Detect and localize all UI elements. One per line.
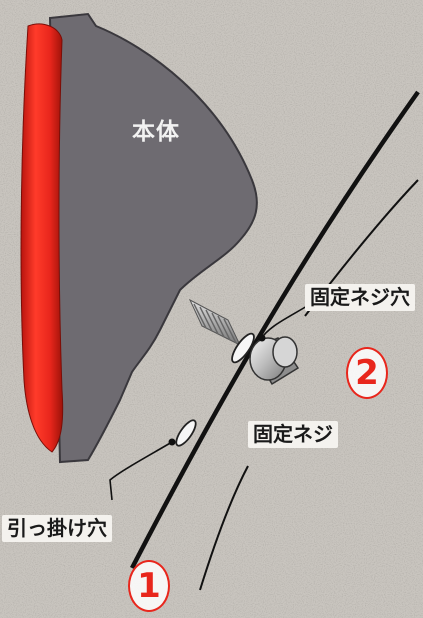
fixing-screw-head	[249, 336, 300, 386]
mounting-curve-main	[130, 90, 420, 570]
step-marker-2: 2	[346, 347, 388, 399]
hook-hole-label: 引っ掛け穴	[2, 515, 112, 542]
red-lens-strip	[20, 23, 64, 453]
body-label: 本体	[132, 119, 180, 145]
step-marker-1: 1	[128, 560, 170, 612]
screw-hole-slot	[231, 332, 255, 364]
fixing-screw-hole-label: 固定ネジ穴	[305, 284, 415, 311]
hook-hole-slot	[175, 419, 197, 447]
mounting-curve-secondary-lower	[199, 465, 249, 591]
leader-dot-hook-hole	[168, 438, 176, 446]
fixing-screw-label: 固定ネジ	[248, 421, 338, 448]
lamp-body-shape	[48, 12, 258, 464]
leader-line-hook-hole	[109, 441, 173, 501]
leader-dot-screw-hole	[258, 334, 266, 342]
